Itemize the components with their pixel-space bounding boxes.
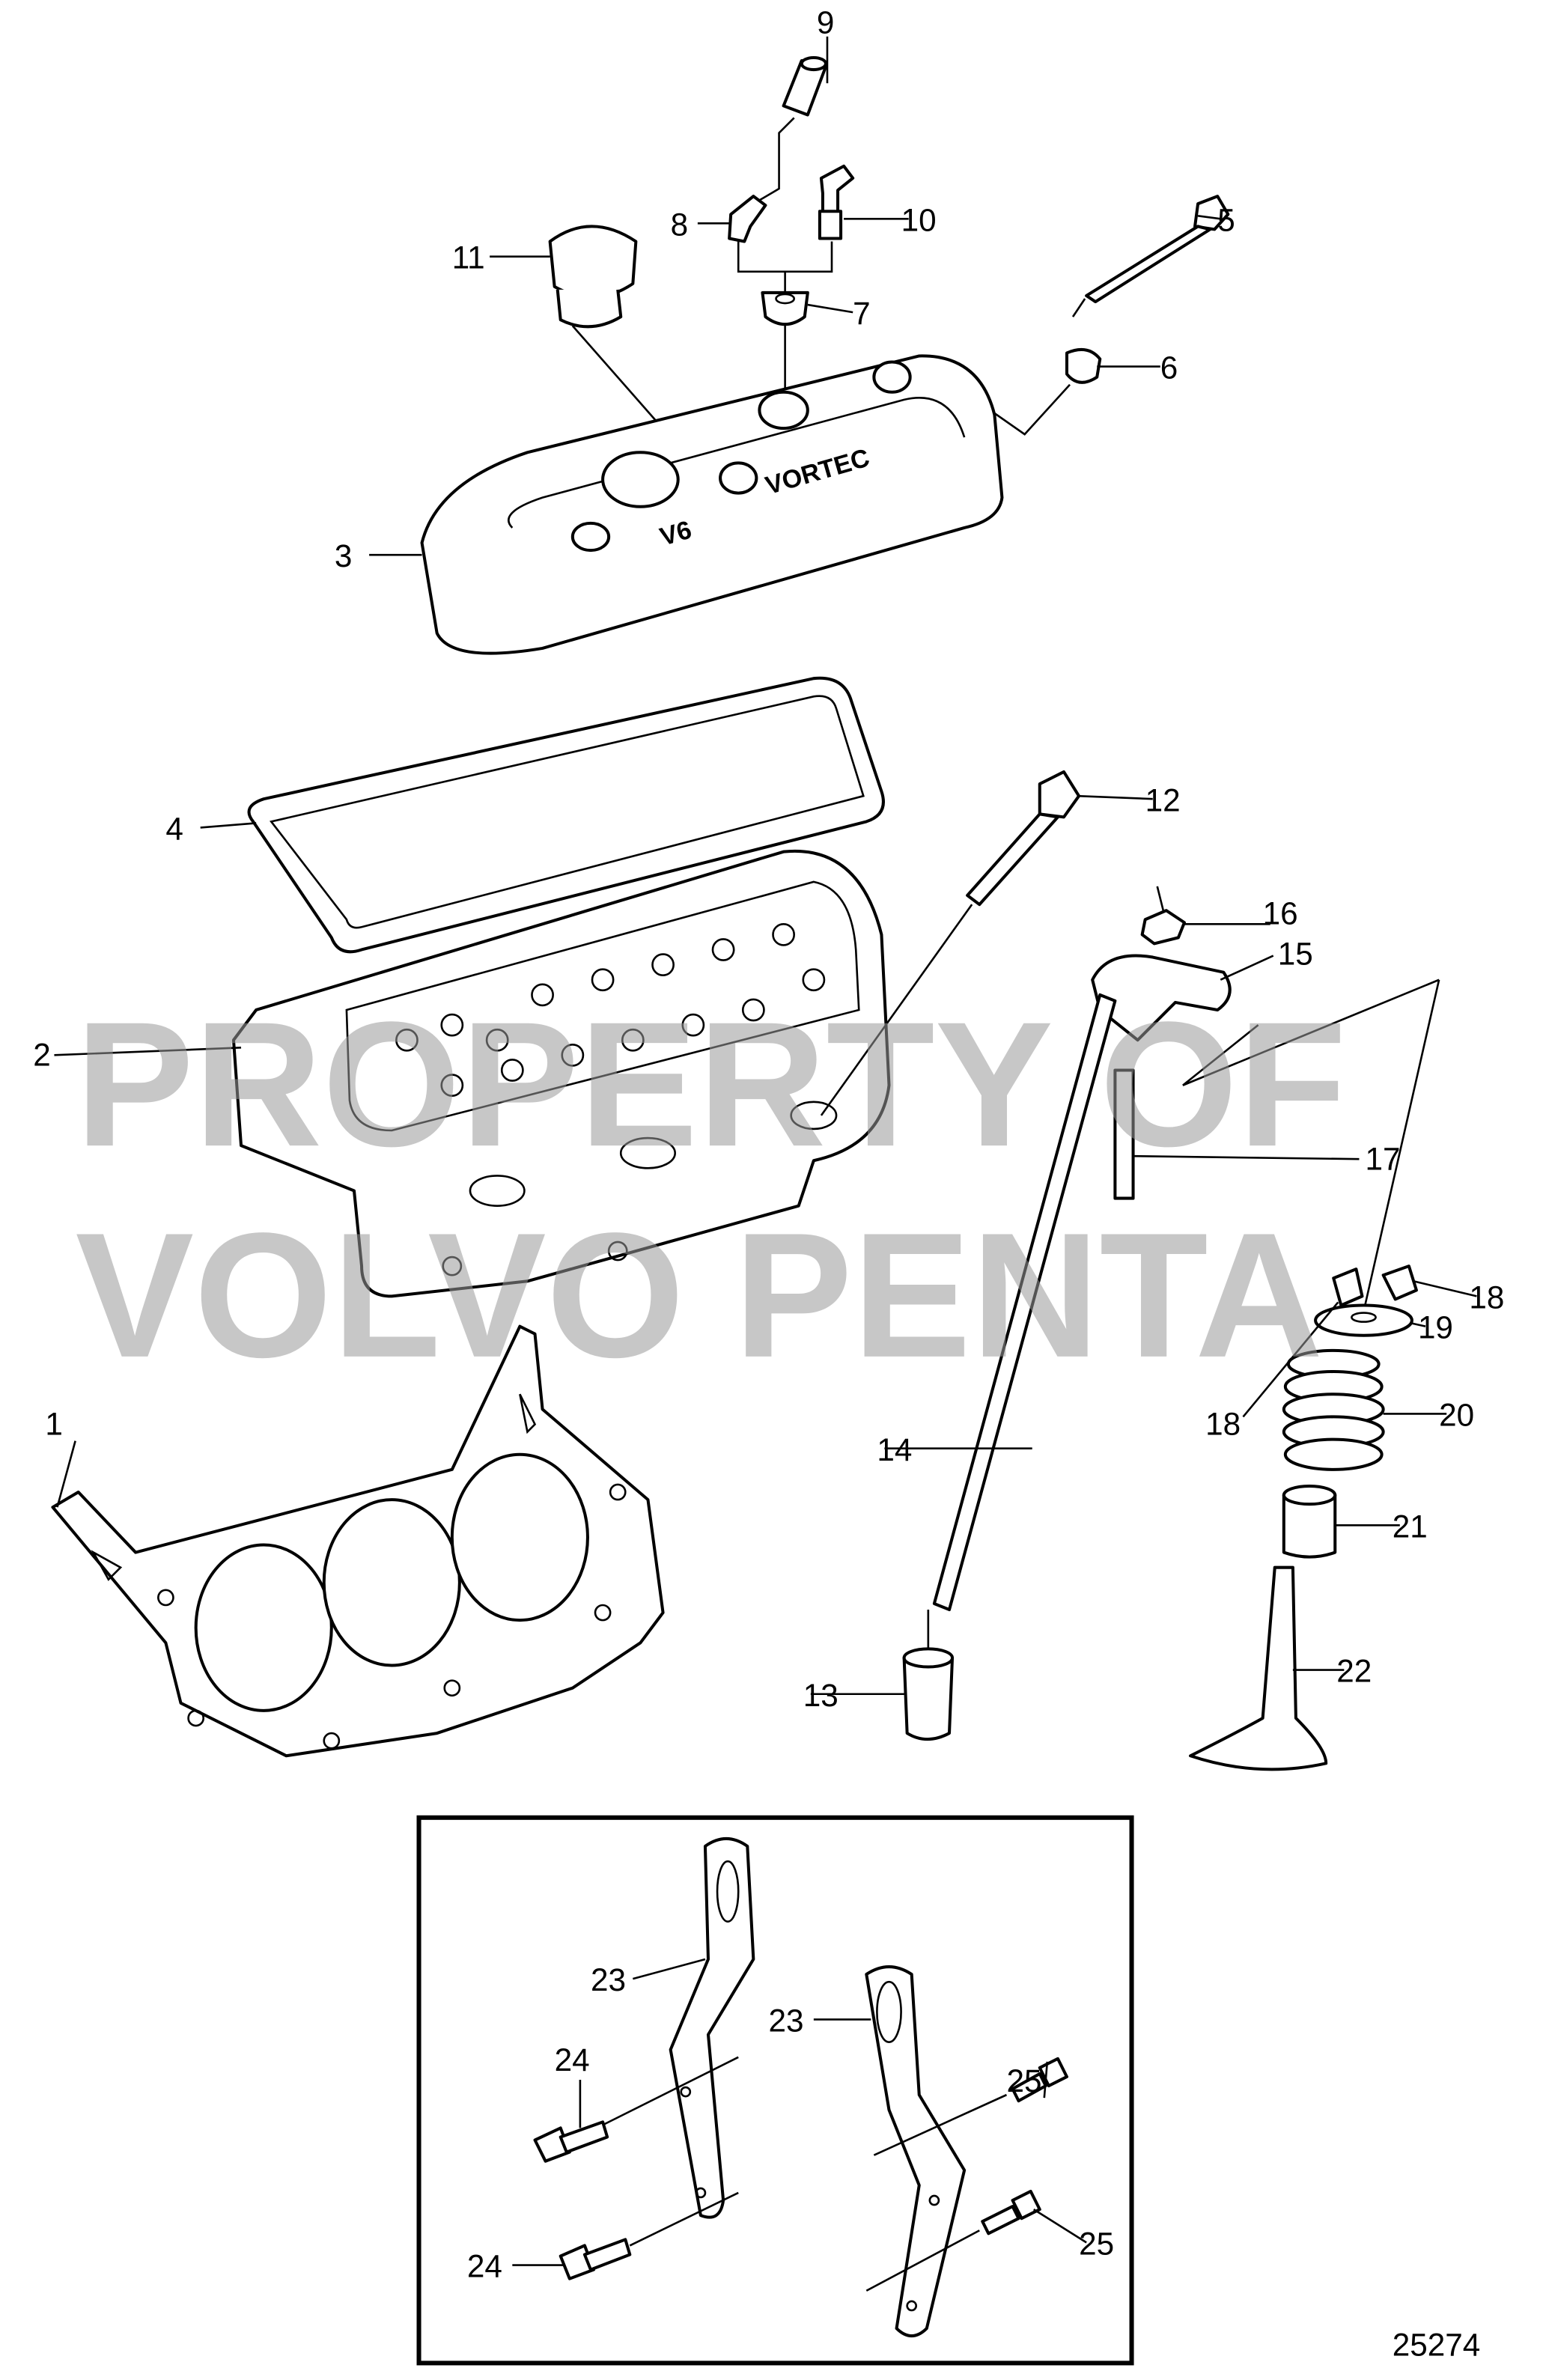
callout-17: 17: [1366, 1141, 1401, 1176]
callout-23-right: 23: [768, 2003, 803, 2039]
callout-23-left: 23: [591, 1962, 626, 1997]
callout-5: 5: [1217, 202, 1235, 237]
callout-12: 12: [1145, 782, 1181, 818]
callout-10: 10: [901, 202, 937, 237]
watermark: PROPERTY OF VOLVO PENTA: [76, 985, 1347, 1395]
valve-lifter-part-13: [902, 1610, 955, 1741]
elbow-fitting-part-8: [728, 195, 767, 243]
callout-4: 4: [165, 812, 183, 847]
head-gasket-part-1: [51, 1324, 665, 1758]
watermark-line-1: PROPERTY OF: [76, 985, 1347, 1184]
valve-spring-retainer-part-19: [1314, 1303, 1413, 1337]
push-rod-part-14: [932, 993, 1117, 1612]
head-bolt-part-12: [820, 770, 1081, 1116]
hose-part-9: [752, 55, 827, 205]
fitting-part-10: [818, 164, 855, 240]
valve-cover-part-3: V6 VORTEC: [420, 354, 1004, 655]
callout-15: 15: [1278, 937, 1313, 972]
callout-9: 9: [817, 5, 835, 40]
callout-1: 1: [45, 1407, 63, 1442]
grommet-part-7: [761, 290, 809, 326]
valve-keeper-part-18: [1332, 1264, 1418, 1307]
callout-19: 19: [1418, 1310, 1453, 1345]
callout-25-top: 25: [1006, 2063, 1041, 2099]
valve-part-22: [1189, 1565, 1328, 1771]
callout-11: 11: [452, 240, 485, 276]
callout-2: 2: [33, 1037, 51, 1072]
callout-7: 7: [853, 296, 871, 331]
callout-14: 14: [877, 1432, 912, 1467]
valve-cover-gasket-part-4: [247, 676, 885, 954]
callout-21: 21: [1393, 1509, 1428, 1544]
bracket-inset-frame: [416, 1815, 1134, 2366]
callout-3: 3: [335, 538, 353, 573]
figure-number: 25274: [1393, 2327, 1481, 2362]
callout-18-left: 18: [1205, 1407, 1241, 1442]
callout-13: 13: [803, 1678, 839, 1713]
callout-25-bottom: 25: [1079, 2226, 1114, 2261]
callout-18-right: 18: [1469, 1279, 1504, 1315]
leader-lines: [54, 36, 1477, 2266]
rocker-nut-part-16: [1140, 886, 1186, 946]
rocker-stud-part-17: [1113, 1068, 1135, 1200]
rocker-arm-part-15: [1091, 954, 1232, 1042]
callout-8: 8: [671, 207, 689, 242]
bracket-bolts: [533, 2056, 1069, 2292]
callout-24-top: 24: [555, 2042, 590, 2078]
cylinder-head-part-2: [231, 849, 891, 1298]
lifting-bracket-part-23-left: [669, 1837, 755, 2219]
valve-spring-part-20: [1282, 1348, 1385, 1471]
callout-6: 6: [1160, 350, 1178, 386]
callout-24-bottom: 24: [467, 2249, 502, 2284]
callout-labels: 1 2 3 4 5 6 7 8 9 10 11 12 13 14 15 16 1…: [33, 5, 1504, 2363]
callout-22: 22: [1336, 1654, 1372, 1689]
watermark-line-2: VOLVO PENTA: [76, 1196, 1324, 1395]
valve-seal-part-21: [1282, 1484, 1337, 1559]
oil-filler-cap-part-11: [548, 225, 672, 439]
bolt-part-5: [1071, 195, 1230, 317]
callout-20: 20: [1439, 1397, 1474, 1432]
callout-16: 16: [1263, 895, 1298, 931]
